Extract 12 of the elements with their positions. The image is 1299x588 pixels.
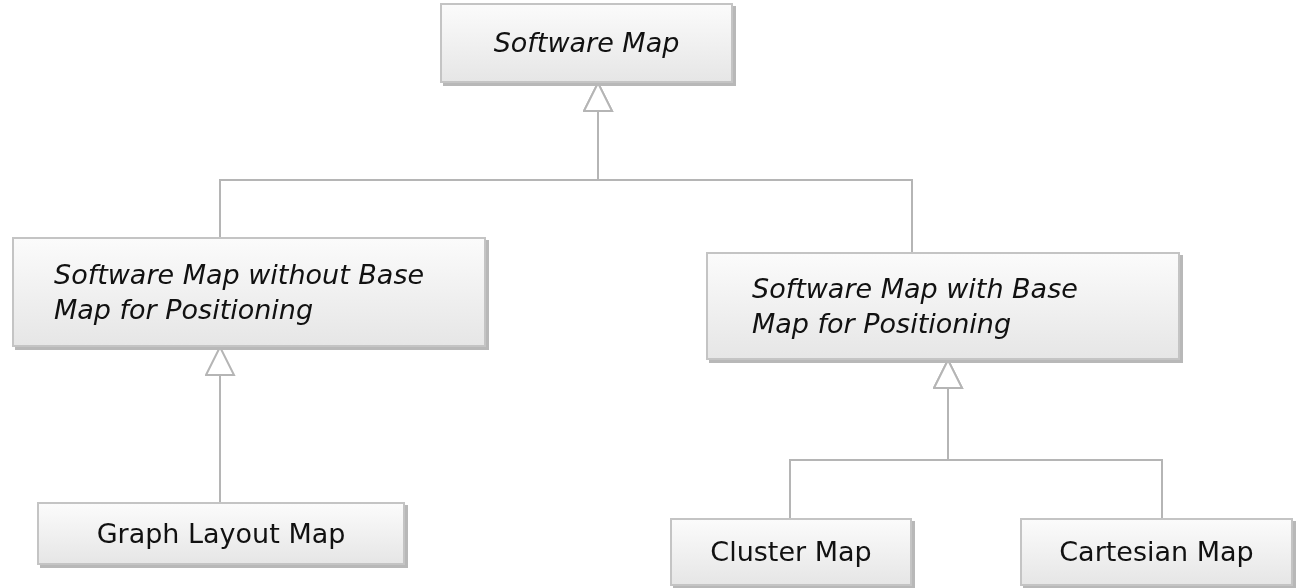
class-box xyxy=(37,502,405,565)
class-name: Software Map xyxy=(493,26,680,61)
class-box xyxy=(706,252,1180,360)
class-name: Cluster Map xyxy=(710,535,872,570)
class-box xyxy=(440,3,733,83)
class-box xyxy=(12,237,486,347)
class-name: Graph Layout Map xyxy=(96,516,346,551)
class-box xyxy=(670,518,912,586)
class-name: Cartesian Map xyxy=(1059,535,1254,570)
class-name: Software Map with Base Map for Positioning xyxy=(752,271,1079,341)
class-name: Software Map without Base Map for Positioning xyxy=(54,257,426,327)
class-box xyxy=(1020,518,1293,586)
